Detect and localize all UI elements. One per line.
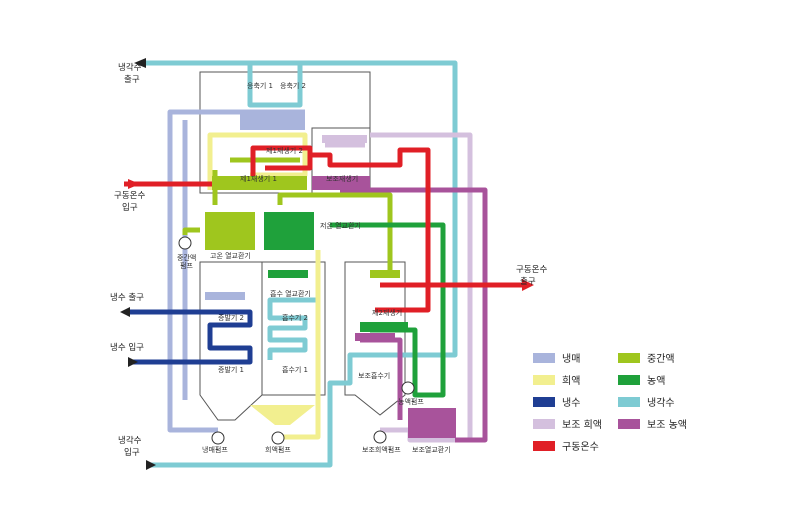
label-gen-second: 제2재생기 xyxy=(372,308,402,317)
abs-hx-header xyxy=(268,270,308,278)
legend-swatch-3 xyxy=(618,375,640,385)
evap-header xyxy=(205,292,245,300)
legend-label-2: 희액 xyxy=(562,375,580,387)
port-cooling-in-2: 입구 xyxy=(124,448,140,458)
cooling-water-condenser-loop xyxy=(247,63,303,108)
chilled-water-loop xyxy=(128,309,253,365)
cooling-water-outlet-pipe xyxy=(146,60,458,468)
label-abs-hx: 흡수 열교환기 xyxy=(270,289,311,298)
label-gen1: 제1재생기 1 xyxy=(240,174,277,183)
lower-shell xyxy=(199,261,326,421)
legend-label-1: 중간액 xyxy=(647,353,675,365)
legend-swatch-6 xyxy=(533,419,555,429)
aux-dilute-pipe xyxy=(370,132,473,443)
port-cooling-out-2: 출구 xyxy=(124,74,140,85)
aux-abs-header xyxy=(355,333,395,341)
legend-label-5: 냉각수 xyxy=(647,397,675,409)
port-driving-out-2: 출구 xyxy=(520,276,536,287)
refrig-pump-icon xyxy=(211,431,225,445)
label-inter-pump-2: 펌프 xyxy=(180,261,193,270)
gen1-tray xyxy=(212,176,307,190)
legend-swatch-7 xyxy=(618,419,640,429)
legend-swatch-0 xyxy=(533,353,555,363)
label-refrig-pump: 냉매펌프 xyxy=(202,445,228,454)
label-absorber2: 흡수기 2 xyxy=(282,313,308,322)
cooling-out-arrowhead xyxy=(134,58,146,68)
flow-arrows xyxy=(120,58,534,470)
gen2-header xyxy=(370,270,400,278)
label-ht-hx: 고온 열교환기 xyxy=(210,251,251,260)
port-cooling-out-1: 냉각수 xyxy=(118,62,142,73)
port-driving-in-1: 구동온수 xyxy=(114,191,145,201)
aux-hx-block xyxy=(408,408,456,438)
pumps xyxy=(178,236,415,445)
conc-pump-icon xyxy=(401,381,415,395)
lt-hx-block xyxy=(264,212,314,250)
dilute-return-pipe xyxy=(280,250,321,440)
cooling-water-absorber-coil xyxy=(267,297,320,360)
dilute-loop-pipe xyxy=(207,132,308,190)
label-conc-pump: 농액펌프 xyxy=(398,397,424,406)
port-cooling-in-1: 냉각수 xyxy=(118,435,142,446)
label-aux-hx: 보조열교환기 xyxy=(412,445,451,454)
label-condenser1: 응축기 1 xyxy=(247,81,273,90)
legend: 냉매 중간액 희액 농액 냉수 냉각수 보조 희액 보조 농액 구동온수 xyxy=(533,353,687,453)
label-gen2: 제1재생기 2 xyxy=(266,146,303,155)
port-driving-in-2: 입구 xyxy=(122,203,138,213)
dilute-sump xyxy=(250,405,315,425)
port-labels: 냉각수 출구 구동온수 입구 냉수 출구 냉수 입구 냉각수 입구 구동온수 출… xyxy=(110,62,547,458)
label-aux-gen: 보조재생기 xyxy=(326,174,358,183)
driving-in-arrowhead xyxy=(128,179,140,189)
component-labels: 응축기 1 응축기 2 제1재생기 2 제1재생기 1 보조재생기 고온 열교환… xyxy=(177,81,451,454)
legend-label-6: 보조 희액 xyxy=(562,419,602,431)
legend-label-7: 보조 농액 xyxy=(647,419,687,431)
label-lt-hx: 저온 열교환기 xyxy=(320,221,361,230)
dilute-pump-icon xyxy=(271,431,285,445)
label-evap1: 증발기 1 xyxy=(218,365,244,374)
driving-out-arrowhead xyxy=(522,279,534,291)
label-inter-pump-1: 중간액 xyxy=(177,253,196,262)
port-chilled-in: 냉수 입구 xyxy=(110,342,144,353)
cooling-in-arrowhead xyxy=(146,460,156,470)
port-chilled-out: 냉수 출구 xyxy=(110,292,144,303)
second-gen-shell xyxy=(344,261,406,416)
label-evap2: 증발기 2 xyxy=(218,313,244,322)
legend-label-8: 구동온수 xyxy=(562,441,599,453)
condenser-tray xyxy=(240,112,305,130)
legend-label-4: 냉수 xyxy=(562,397,580,409)
chilled-in-arrowhead xyxy=(128,357,138,367)
label-aux-absorber: 보조흡수기 xyxy=(358,371,390,380)
label-dilute-pump: 희액펌프 xyxy=(265,445,291,454)
port-driving-out-1: 구동온수 xyxy=(516,265,547,275)
aux-dilute-header xyxy=(322,135,367,143)
label-condenser2: 응축기 2 xyxy=(280,81,306,90)
legend-swatch-1 xyxy=(618,353,640,363)
legend-swatch-8 xyxy=(533,441,555,451)
label-aux-dilute-pump: 보조희액펌프 xyxy=(362,445,401,454)
aux-dilute-pump-icon xyxy=(373,430,387,444)
legend-label-3: 농액 xyxy=(647,375,665,387)
legend-swatch-5 xyxy=(618,397,640,407)
ht-hx-block xyxy=(205,212,255,250)
label-absorber1: 흡수기 1 xyxy=(282,365,308,374)
legend-label-0: 냉매 xyxy=(562,353,580,365)
gen2-tray xyxy=(360,322,408,332)
intermediate-pump-icon xyxy=(178,236,192,250)
chilled-out-arrowhead xyxy=(120,307,130,317)
intermediate-to-second-gen xyxy=(277,192,393,270)
legend-swatch-2 xyxy=(533,375,555,385)
aux-gen-tray xyxy=(312,176,370,190)
legend-swatch-4 xyxy=(533,397,555,407)
